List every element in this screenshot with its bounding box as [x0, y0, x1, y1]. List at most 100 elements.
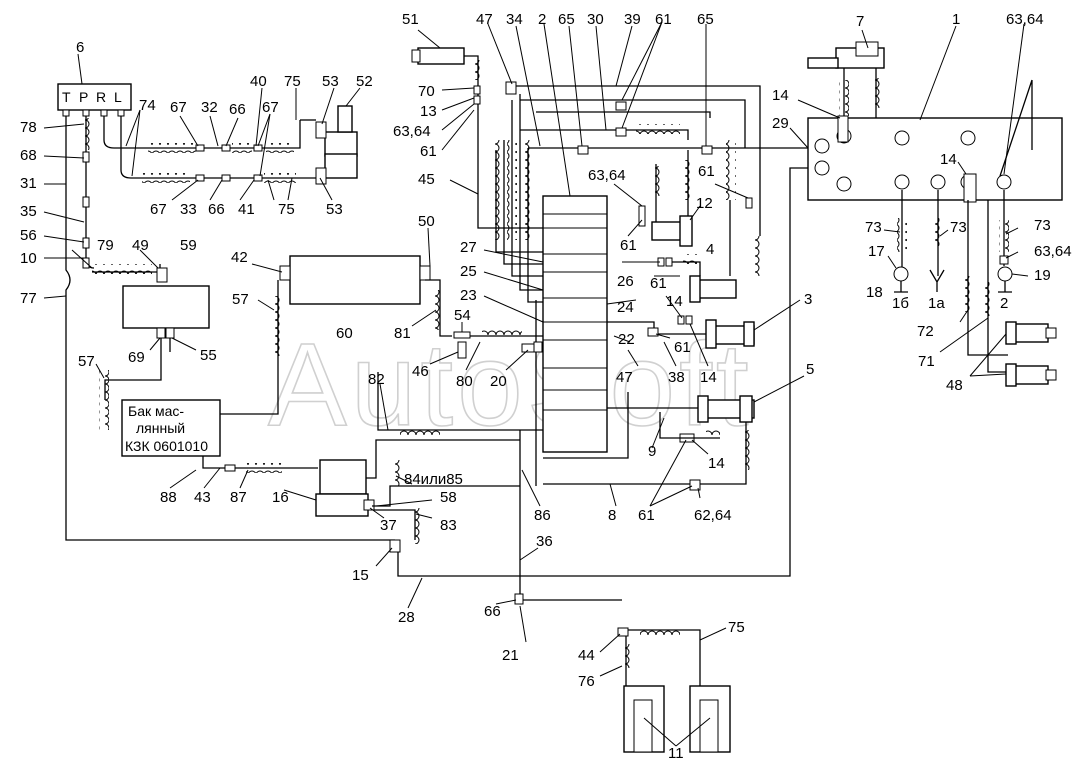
valve-port-l: L — [114, 89, 122, 105]
callout-labels: 51 47 34 2 65 30 39 61 65 7 1 63,64 6 70… — [20, 11, 1072, 761]
callout-1: 1 — [952, 11, 960, 28]
callout-7: 7 — [856, 13, 864, 30]
oil-tank-line2: лянный — [136, 420, 185, 436]
callout-28: 28 — [398, 609, 415, 626]
callout-74: 74 — [139, 97, 156, 114]
callout-16: 16 — [272, 489, 289, 506]
callout-48: 48 — [946, 377, 963, 394]
callout-38: 38 — [668, 369, 685, 386]
callout-67c: 67 — [150, 201, 167, 218]
callout-19: 19 — [1034, 267, 1051, 284]
callout-61-top: 61 — [698, 163, 715, 180]
callout-36: 36 — [536, 533, 553, 550]
callout-61c: 61 — [620, 237, 637, 254]
callout-27: 27 — [460, 239, 477, 256]
callout-49: 49 — [132, 237, 149, 254]
callout-3: 3 — [804, 291, 812, 308]
callout-84-85: 84или85 — [404, 471, 463, 488]
callout-87: 87 — [230, 489, 247, 506]
callout-20: 20 — [490, 373, 507, 390]
callout-77: 77 — [20, 290, 37, 307]
callout-78: 78 — [20, 119, 37, 136]
callout-80: 80 — [456, 373, 473, 390]
callout-73b: 73 — [950, 219, 967, 236]
callout-51: 51 — [402, 11, 419, 28]
callout-5: 5 — [806, 361, 814, 378]
callout-14d: 14 — [700, 369, 717, 386]
callout-61b: 61 — [420, 143, 437, 160]
callout-41: 41 — [238, 201, 255, 218]
callout-42: 42 — [231, 249, 248, 266]
valve-port-t: T — [62, 89, 71, 105]
callout-50: 50 — [418, 213, 435, 230]
callout-37: 37 — [380, 517, 397, 534]
callout-2: 2 — [538, 11, 546, 28]
callout-75: 75 — [284, 73, 301, 90]
callout-35: 35 — [20, 203, 37, 220]
filter-60 — [279, 255, 431, 305]
callout-34: 34 — [506, 11, 523, 28]
callout-79: 79 — [97, 237, 114, 254]
callout-32: 32 — [201, 99, 218, 116]
callout-23: 23 — [460, 287, 477, 304]
callout-76: 76 — [578, 673, 595, 690]
callout-54: 54 — [454, 307, 471, 324]
callout-57b: 57 — [78, 353, 95, 370]
cylinder-52 — [300, 105, 358, 185]
hydraulic-distributor-2 — [542, 195, 608, 453]
callout-18: 18 — [866, 284, 883, 301]
pump-16 — [315, 459, 375, 517]
callout-11: 11 — [668, 745, 684, 761]
oil-tank: Бак мас- лянный КЗК 0601010 — [121, 399, 221, 457]
callout-25: 25 — [460, 263, 477, 280]
callout-61: 61 — [655, 11, 672, 28]
cylinder-3 — [607, 315, 755, 349]
callout-1b: 1б — [892, 295, 909, 312]
callout-70: 70 — [418, 83, 435, 100]
callout-55: 55 — [200, 347, 217, 364]
callout-14e: 14 — [708, 455, 725, 472]
cylinders-48 — [1005, 321, 1057, 387]
callout-82: 82 — [368, 371, 385, 388]
cylinder-7 — [807, 41, 885, 136]
callout-14c: 14 — [666, 293, 683, 310]
callout-63-64d: 63,64 — [1034, 243, 1072, 260]
callout-75c: 75 — [728, 619, 745, 636]
callout-53b: 53 — [326, 201, 343, 218]
callout-31: 31 — [20, 175, 37, 192]
callout-26: 26 — [617, 273, 634, 290]
callout-21: 21 — [502, 647, 519, 664]
callout-61f: 61 — [638, 507, 655, 524]
callout-72: 72 — [917, 323, 934, 340]
callout-8: 8 — [608, 507, 616, 524]
callout-71: 71 — [918, 353, 935, 370]
callout-59: 59 — [180, 237, 197, 254]
cylinder-4 — [657, 200, 737, 303]
callout-75b: 75 — [278, 201, 295, 218]
couplers — [893, 266, 1013, 293]
callout-62-64: 62,64 — [694, 507, 732, 524]
oil-tank-line3: КЗК 0601010 — [125, 438, 208, 454]
callout-56: 56 — [20, 227, 37, 244]
callout-66b: 66 — [208, 201, 225, 218]
callout-1a: 1а — [928, 295, 945, 312]
callout-66c: 66 — [484, 603, 501, 620]
callout-67: 67 — [170, 99, 187, 116]
callout-40: 40 — [250, 73, 267, 90]
callout-67b: 67 — [262, 99, 279, 116]
callout-46: 46 — [412, 363, 429, 380]
callout-65b: 65 — [697, 11, 714, 28]
callout-17: 17 — [868, 243, 885, 260]
brake-cylinders-11 — [623, 685, 731, 753]
fitting-51 — [411, 47, 483, 110]
callout-57: 57 — [232, 291, 249, 308]
callout-60: 60 — [336, 325, 353, 342]
callout-61d: 61 — [650, 275, 667, 292]
callout-12: 12 — [696, 195, 713, 212]
leader-lines — [43, 21, 1029, 747]
callout-53: 53 — [322, 73, 339, 90]
callout-73c: 73 — [1034, 217, 1051, 234]
callout-66: 66 — [229, 101, 246, 118]
callout-68: 68 — [20, 147, 37, 164]
valve-port-r: R — [96, 89, 106, 105]
